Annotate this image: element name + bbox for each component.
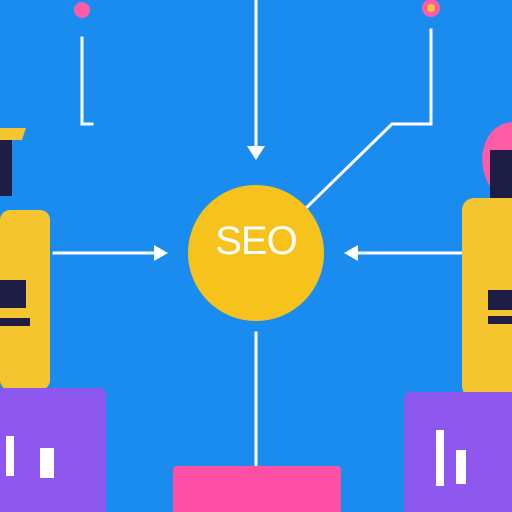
top-left-connector <box>80 36 94 126</box>
top-right-connector <box>303 28 433 211</box>
right-card <box>404 392 512 512</box>
arrow-right-icon <box>154 245 168 261</box>
left-figure <box>0 128 50 390</box>
center-node-label: SEO <box>215 219 297 263</box>
center-node <box>188 185 324 321</box>
arrow-left-icon <box>344 245 358 261</box>
bottom-card <box>173 466 341 512</box>
right-figure <box>462 122 512 398</box>
top-left-pink-dot <box>74 2 90 18</box>
arrow-down-icon <box>247 146 265 160</box>
top-right-dot-inner <box>427 4 435 12</box>
left-card <box>0 388 106 512</box>
